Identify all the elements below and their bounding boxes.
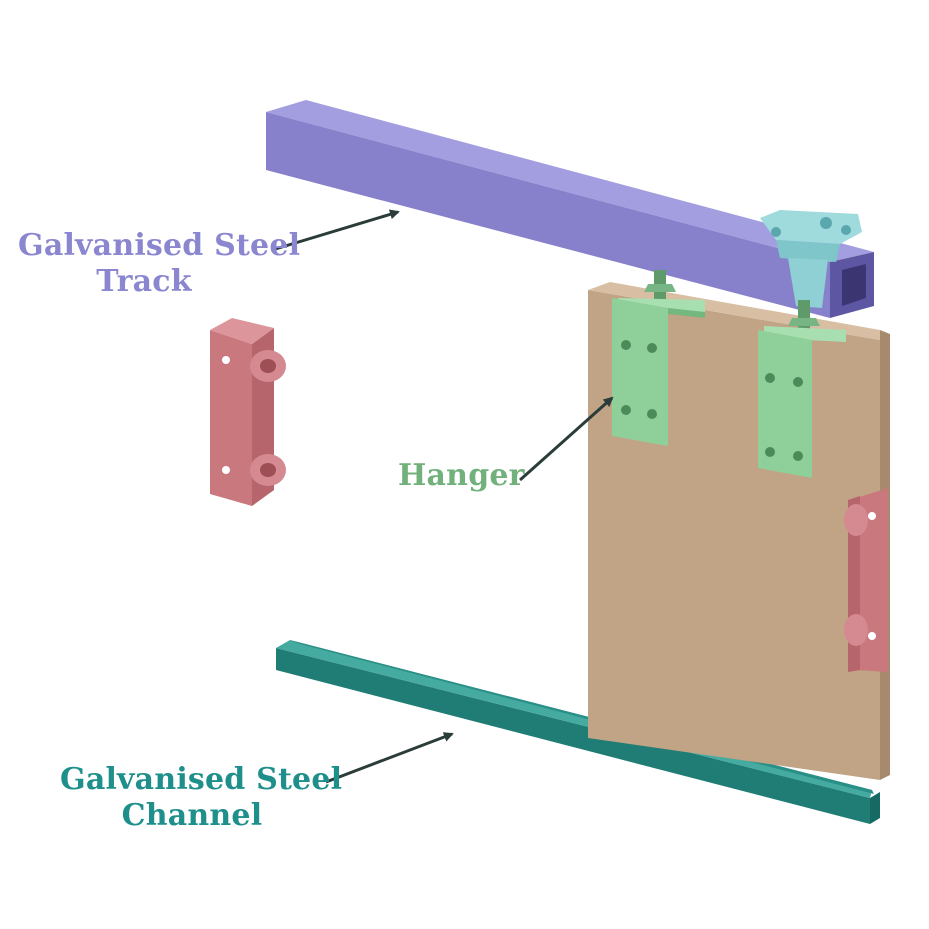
label-channel-line1: Galvanised Steel <box>60 762 343 797</box>
label-channel-line2: Channel <box>121 798 263 833</box>
hanger-plate-left <box>612 298 705 446</box>
label-track-line2: Track <box>96 264 192 299</box>
trolley-carriage <box>760 210 862 308</box>
label-hanger-text: Hanger <box>398 458 525 493</box>
guide-bracket-mounted <box>844 488 888 672</box>
arrow-hanger <box>519 396 614 482</box>
guide-bracket-loose <box>210 318 286 506</box>
label-hanger: Hanger <box>398 458 525 494</box>
arrow-track <box>271 209 400 252</box>
label-galvanised-steel-channel: Galvanised Steel Channel <box>60 762 343 834</box>
label-track-line1: Galvanised Steel <box>18 228 301 263</box>
hanger-bolts <box>644 270 820 336</box>
hanger-plate-right <box>758 326 846 478</box>
arrow-channel <box>325 732 454 784</box>
galvanised-steel-track <box>266 100 874 318</box>
label-galvanised-steel-track: Galvanised Steel Track <box>18 228 301 300</box>
